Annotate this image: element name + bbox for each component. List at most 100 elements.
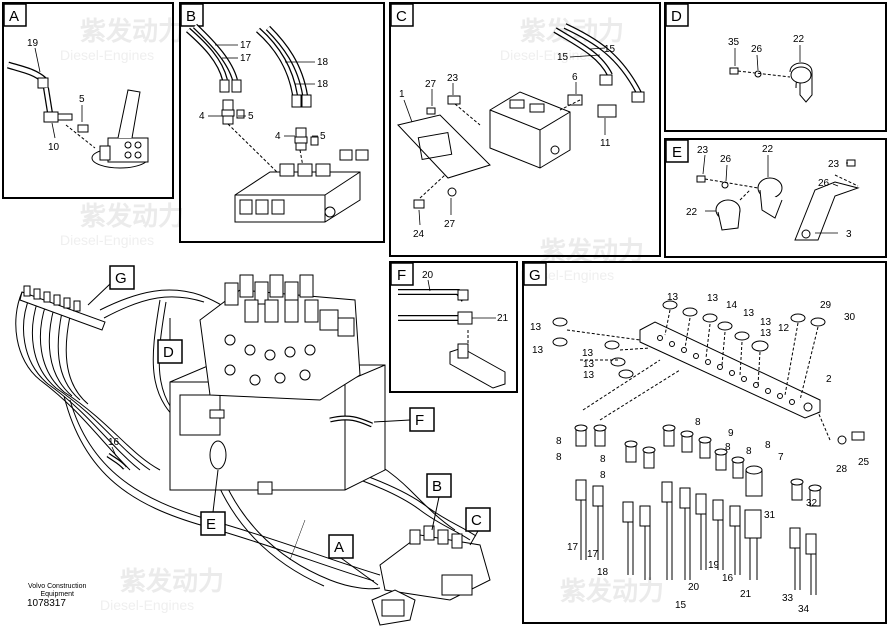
label-g-13h: 13 bbox=[582, 348, 594, 359]
svg-text:紫发动力: 紫发动力 bbox=[80, 201, 184, 231]
label-24: 24 bbox=[413, 229, 425, 240]
label-e-23b: 23 bbox=[828, 159, 840, 170]
label-g-8a: 8 bbox=[556, 436, 562, 447]
label-1: 1 bbox=[399, 89, 405, 100]
label-main-16: 16 bbox=[108, 437, 120, 448]
label-g-33: 33 bbox=[782, 593, 794, 604]
label-g-13g: 13 bbox=[532, 345, 544, 356]
label-27a: 27 bbox=[425, 79, 437, 90]
label-g-21: 21 bbox=[740, 589, 752, 600]
callout-d: D bbox=[157, 318, 183, 364]
label-g-17b: 17 bbox=[587, 549, 599, 560]
svg-text:Diesel-Engines: Diesel-Engines bbox=[60, 47, 154, 63]
label-g-19: 19 bbox=[708, 560, 720, 571]
label-g-34: 34 bbox=[798, 604, 810, 615]
label-4b: 4 bbox=[275, 131, 281, 142]
label-g-8e: 8 bbox=[695, 417, 701, 428]
svg-text:Diesel-Engines: Diesel-Engines bbox=[100, 597, 194, 613]
footer-line2: Equipment bbox=[40, 591, 74, 598]
label-g-8d: 8 bbox=[600, 470, 606, 481]
panel-c-letter: C bbox=[396, 8, 407, 25]
svg-text:F: F bbox=[415, 412, 424, 429]
label-e-3: 3 bbox=[846, 229, 852, 240]
watermark: 紫发动力 Diesel-Engines 紫发动力 Diesel-Engines … bbox=[60, 16, 664, 613]
panel-e-letter: E bbox=[672, 144, 682, 161]
label-15b: 15 bbox=[557, 52, 569, 63]
label-5a: 5 bbox=[248, 111, 254, 122]
callout-f: F bbox=[373, 407, 435, 432]
svg-text:Diesel-Engines: Diesel-Engines bbox=[500, 47, 594, 63]
label-g-29: 29 bbox=[820, 300, 832, 311]
label-5: 5 bbox=[79, 94, 85, 105]
svg-text:紫发动力: 紫发动力 bbox=[120, 566, 224, 596]
footer-line1: Volvo Construction bbox=[28, 583, 87, 590]
panel-c: C 15 bbox=[389, 2, 661, 257]
panel-a: A 19 5 10 bbox=[2, 2, 174, 199]
label-g-13c: 13 bbox=[743, 308, 755, 319]
label-g-13i: 13 bbox=[583, 359, 595, 370]
svg-text:Diesel-Engines: Diesel-Engines bbox=[60, 232, 154, 248]
svg-text:A: A bbox=[334, 539, 344, 556]
label-g-12: 12 bbox=[778, 323, 790, 334]
label-g-8b: 8 bbox=[556, 452, 562, 463]
label-17b: 17 bbox=[240, 53, 252, 64]
callout-a: A bbox=[328, 534, 379, 586]
svg-text:B: B bbox=[432, 478, 442, 495]
panel-g-letter: G bbox=[529, 267, 541, 284]
label-e-22a: 22 bbox=[762, 144, 774, 155]
label-21: 21 bbox=[497, 313, 509, 324]
callout-c: C bbox=[465, 507, 491, 546]
label-e-23a: 23 bbox=[697, 145, 709, 156]
label-g-32: 32 bbox=[806, 498, 818, 509]
label-g-17a: 17 bbox=[567, 542, 579, 553]
label-23: 23 bbox=[447, 73, 459, 84]
label-g-13a: 13 bbox=[667, 292, 679, 303]
label-g-13d: 13 bbox=[760, 317, 772, 328]
label-g-8g: 8 bbox=[765, 440, 771, 451]
panel-b-letter: B bbox=[186, 8, 196, 25]
label-g-9: 9 bbox=[728, 428, 734, 439]
label-18a: 18 bbox=[317, 57, 329, 68]
panel-f-letter: F bbox=[397, 267, 406, 284]
label-26: 26 bbox=[751, 44, 763, 55]
label-g-31: 31 bbox=[764, 510, 776, 521]
footer-brand: Volvo Construction Equipment bbox=[28, 583, 86, 599]
label-g-13b: 13 bbox=[707, 293, 719, 304]
drawing-id: 1078317 bbox=[27, 598, 66, 609]
label-11: 11 bbox=[600, 138, 611, 149]
label-g-7: 7 bbox=[778, 452, 784, 463]
label-g-16: 16 bbox=[722, 573, 734, 584]
panel-g: G bbox=[522, 261, 887, 624]
label-17a: 17 bbox=[240, 40, 252, 51]
label-e-22b: 22 bbox=[686, 207, 698, 218]
callout-g: G bbox=[87, 265, 135, 306]
label-g-13e: 13 bbox=[760, 328, 772, 339]
label-e-26b: 26 bbox=[818, 178, 830, 189]
svg-text:C: C bbox=[471, 512, 482, 529]
label-15a: 15 bbox=[604, 44, 616, 55]
label-g-30: 30 bbox=[844, 312, 856, 323]
svg-text:紫发动力: 紫发动力 bbox=[80, 16, 184, 46]
main-assembly: 16 bbox=[15, 274, 491, 626]
label-e-26a: 26 bbox=[720, 154, 732, 165]
label-g-28: 28 bbox=[836, 464, 848, 475]
label-g-13f: 13 bbox=[530, 322, 542, 333]
label-g-15: 15 bbox=[675, 600, 687, 611]
svg-text:G: G bbox=[115, 270, 127, 287]
label-g-25: 25 bbox=[858, 457, 870, 468]
panel-f: F 20 21 bbox=[389, 261, 518, 393]
label-g-8h: 8 bbox=[725, 442, 731, 453]
panel-a-letter: A bbox=[9, 8, 19, 25]
label-20: 20 bbox=[422, 270, 434, 281]
svg-text:E: E bbox=[206, 516, 216, 533]
panel-b: B bbox=[179, 2, 385, 243]
svg-text:紫发动力: 紫发动力 bbox=[560, 576, 664, 606]
callout-e: E bbox=[200, 469, 226, 536]
label-6: 6 bbox=[572, 72, 578, 83]
label-g-14: 14 bbox=[726, 300, 738, 311]
label-27b: 27 bbox=[444, 219, 456, 230]
label-4a: 4 bbox=[199, 111, 205, 122]
label-g-8f: 8 bbox=[746, 446, 752, 457]
